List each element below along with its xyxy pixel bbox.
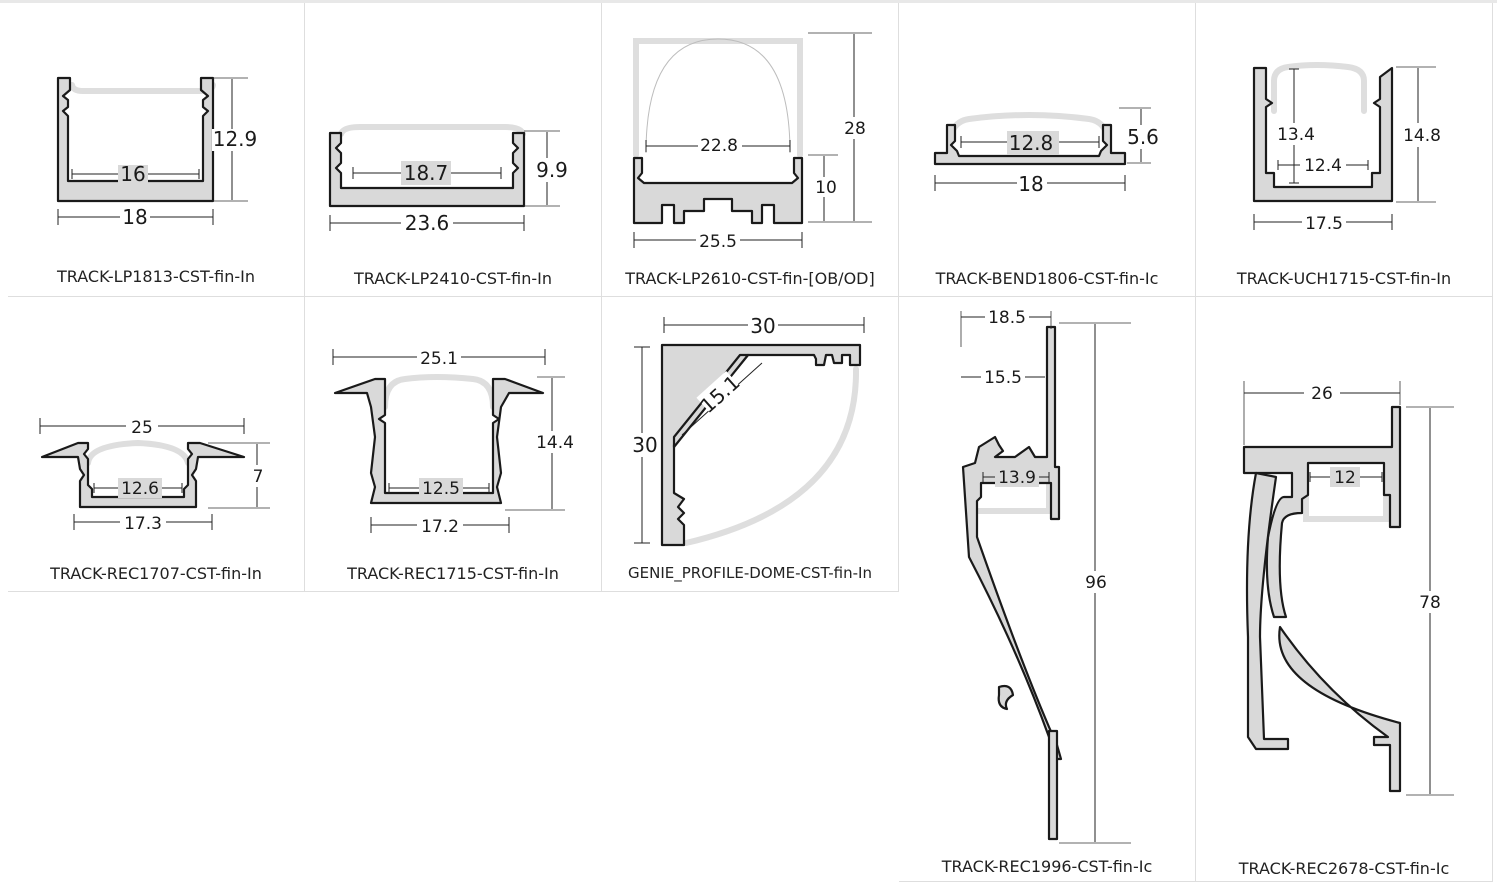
profile-card-genie-dome[interactable]: 30 30 15.1 GENIE_PROFILE-DOME-CST-fin-In — [602, 297, 899, 592]
dim-label: 96 — [1085, 573, 1107, 593]
dim-label: 14.4 — [536, 433, 574, 453]
profile-card-lp2410[interactable]: 18.7 23.6 9.9 TRACK-LP2410-CST-fin-In — [305, 3, 602, 297]
dim-label: 15.5 — [984, 368, 1022, 388]
dim-label: 12.4 — [1304, 156, 1342, 176]
dim-label: 25 — [131, 418, 153, 438]
profile-card-bend1806[interactable]: 12.8 18 5.6 TRACK-BEND1806-CST-fin-Ic — [899, 3, 1196, 297]
dim-label: 26 — [1311, 384, 1333, 404]
dim-label: 17.3 — [124, 514, 162, 534]
profile-caption: TRACK-REC1715-CST-fin-In — [347, 564, 559, 583]
profile-card-rec2678[interactable]: 12 26 78 TRACK-REC2678-CST-fin-Ic — [1196, 297, 1493, 882]
profile-card-uch1715[interactable]: 13.4 12.4 17.5 14.8 TRACK-UCH1715-CST-fi… — [1196, 3, 1493, 297]
profile-caption: TRACK-UCH1715-CST-fin-In — [1236, 269, 1452, 288]
dim-label: 78 — [1419, 593, 1441, 613]
profile-caption: TRACK-REC1707-CST-fin-In — [50, 564, 262, 583]
profile-drawing: 16 18 12.9 — [56, 76, 258, 229]
dim-label: 30 — [632, 433, 657, 457]
profile-caption: TRACK-REC1996-CST-fin-Ic — [941, 857, 1153, 876]
profile-card-rec1707[interactable]: 12.6 25 17.3 7 TRACK-REC1707-CST-fin-In — [8, 297, 305, 592]
profile-drawing: 22.8 25.5 28 10 — [632, 32, 872, 252]
profile-drawing: 12.6 25 17.3 7 — [39, 416, 270, 534]
dim-label: 25.1 — [420, 349, 458, 369]
dim-label: 22.8 — [700, 136, 738, 156]
dim-label: 12 — [1334, 468, 1356, 488]
profile-caption: TRACK-LP1813-CST-fin-In — [57, 267, 255, 286]
profile-card-rec1996[interactable]: 13.9 18.5 15.5 96 TRACK-REC1996-CST-fin-… — [899, 297, 1196, 882]
profile-caption: GENIE_PROFILE-DOME-CST-fin-In — [628, 564, 872, 582]
dim-label: 12.5 — [422, 479, 460, 499]
dim-label: 16 — [120, 162, 145, 186]
dim-label: 17.2 — [421, 517, 459, 537]
profile-drawing: 13.4 12.4 17.5 14.8 — [1252, 62, 1442, 234]
profile-caption: TRACK-BEND1806-CST-fin-Ic — [935, 269, 1159, 288]
dim-label: 13.9 — [998, 468, 1036, 488]
profile-drawing: 12 26 78 — [1242, 381, 1454, 796]
profile-drawing: 30 30 15.1 — [630, 314, 865, 547]
dim-label: 13.4 — [1277, 125, 1315, 145]
dim-label: 25.5 — [699, 232, 737, 252]
dim-label: 18 — [122, 205, 147, 229]
profile-card-lp1813[interactable]: 16 18 12.9 TRACK-LP1813-CST-fin-In — [8, 3, 305, 297]
profile-caption: TRACK-LP2610-CST-fin-[OB/OD] — [625, 269, 875, 288]
dim-label: 12.9 — [213, 127, 258, 151]
profile-drawing: 12.5 25.1 17.2 14.4 — [332, 347, 575, 537]
dim-label: 23.6 — [405, 211, 450, 235]
dim-label: 18.7 — [404, 161, 449, 185]
dim-label: 9.9 — [536, 158, 568, 182]
dim-label: 30 — [750, 314, 775, 338]
dim-label: 12.6 — [121, 479, 159, 499]
dim-label: 7 — [253, 467, 264, 487]
profile-card-rec1715[interactable]: 12.5 25.1 17.2 14.4 TRACK-REC1715-CST-fi… — [305, 297, 602, 592]
dim-label: 18 — [1018, 172, 1043, 196]
top-border — [0, 0, 1497, 3]
dim-label: 5.6 — [1127, 125, 1159, 149]
dim-label: 17.5 — [1305, 214, 1343, 234]
profile-card-lp2610[interactable]: 22.8 25.5 28 10 TRACK-LP2610-CST-fin-[OB… — [602, 3, 899, 297]
profile-caption: TRACK-REC2678-CST-fin-Ic — [1238, 859, 1450, 878]
dim-label: 14.8 — [1403, 126, 1441, 146]
profile-drawing: 18.7 23.6 9.9 — [328, 124, 571, 235]
profile-caption: TRACK-LP2410-CST-fin-In — [354, 269, 552, 288]
dim-label: 28 — [844, 119, 866, 139]
dim-label: 10 — [815, 178, 837, 198]
profile-drawing: 12.8 18 5.6 — [933, 107, 1161, 196]
dim-label: 18.5 — [988, 308, 1026, 328]
dim-label: 12.8 — [1009, 131, 1054, 155]
profile-drawing: 13.9 18.5 15.5 96 — [960, 307, 1131, 844]
